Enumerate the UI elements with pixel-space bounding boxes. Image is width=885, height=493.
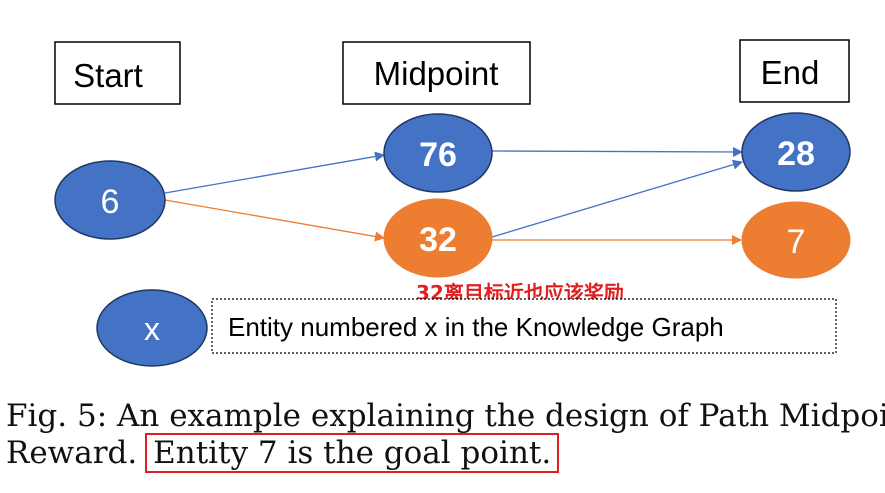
legend-node xyxy=(96,289,208,367)
caption-line-2-prefix: Reward. xyxy=(6,435,138,471)
legend: x Entity numbered x in the Knowledge Gra… xyxy=(96,289,837,367)
legend-node-label: x xyxy=(144,311,160,347)
edge-6-to-76 xyxy=(164,151,385,194)
path-midpoint-diagram: Start Midpoint End 6 76 32 28 7 32离目标近也应… xyxy=(54,39,851,367)
legend-text: Entity numbered x in the Knowledge Graph xyxy=(228,312,724,342)
node-mid-top-label: 76 xyxy=(419,136,457,174)
edge-6-to-32 xyxy=(164,199,385,242)
end-header-label: End xyxy=(761,54,820,91)
caption-highlight: Entity 7 is the goal point. xyxy=(145,433,560,473)
node-mid-bottom: 32 xyxy=(383,198,493,278)
node-mid-bottom-label: 32 xyxy=(419,221,457,259)
node-mid-top: 76 xyxy=(383,113,493,193)
node-end-bottom: 7 xyxy=(741,201,851,279)
caption-line-2: Reward. Entity 7 is the goal point. xyxy=(6,433,885,473)
figure-caption: Fig. 5: An example explaining the design… xyxy=(6,398,885,473)
edge-76-to-28 xyxy=(491,146,743,157)
node-start-label: 6 xyxy=(101,183,120,221)
node-end-bottom-label: 7 xyxy=(787,223,806,261)
midpoint-header-label: Midpoint xyxy=(374,55,499,92)
node-end-top-label: 28 xyxy=(777,135,815,173)
legend-box xyxy=(211,298,837,354)
node-end-top: 28 xyxy=(741,112,851,192)
caption-line-1: Fig. 5: An example explaining the design… xyxy=(6,398,885,434)
start-header: Start xyxy=(54,41,181,105)
end-header: End xyxy=(739,39,850,103)
start-header-label: Start xyxy=(73,57,143,94)
node-start: 6 xyxy=(54,160,166,240)
midpoint-header: Midpoint xyxy=(342,41,531,105)
edge-32-to-28 xyxy=(491,159,743,238)
